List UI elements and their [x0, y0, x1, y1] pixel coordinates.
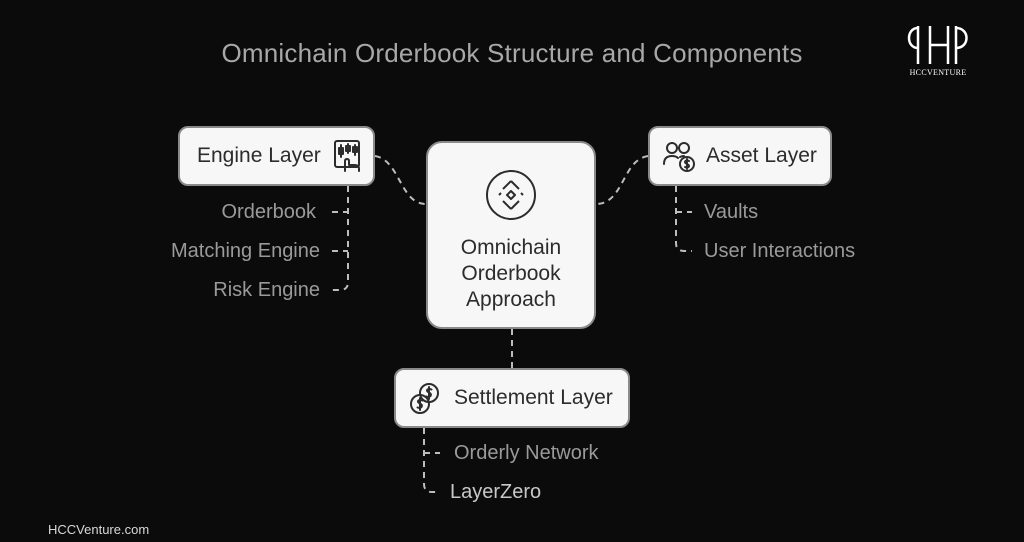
asset-layer-label: Asset Layer [706, 144, 817, 167]
engine-item-risk-engine: Risk Engine [213, 279, 320, 301]
connector-engine-center [374, 155, 427, 205]
connector-engine-items [332, 186, 349, 291]
logo-text: HCCVENTURE [909, 68, 967, 77]
asset-item-user-interactions: User Interactions [704, 240, 856, 262]
settlement-layer-node[interactable]: Settlement Layer [394, 368, 630, 428]
users-dollar-icon [662, 140, 696, 172]
hccventure-logo [904, 22, 972, 68]
center-node[interactable]: Omnichain Orderbook Approach [426, 141, 596, 329]
connector-settlement-items [423, 428, 440, 493]
connector-asset-center [595, 155, 649, 205]
settlement-item-layerzero: LayerZero [450, 481, 542, 503]
engine-item-matching-engine: Matching Engine [171, 240, 320, 262]
engine-layer-label: Engine Layer [197, 144, 321, 167]
diamond-hub-icon [485, 169, 537, 221]
page-title: Omnichain Orderbook Structure and Compon… [221, 38, 803, 68]
center-label: Omnichain Orderbook Approach [460, 236, 562, 311]
asset-layer-node[interactable]: Asset Layer [648, 126, 832, 186]
coins-dollar-icon [408, 381, 442, 415]
engine-layer-node[interactable]: Engine Layer [178, 126, 375, 186]
hcc-monogram-icon [907, 26, 968, 64]
connector-asset-items [675, 186, 692, 252]
trading-chart-hand-icon [333, 139, 365, 173]
asset-item-vaults: Vaults [704, 201, 759, 223]
settlement-layer-label: Settlement Layer [454, 386, 613, 409]
settlement-item-orderly-network: Orderly Network [454, 442, 599, 464]
engine-item-orderbook: Orderbook [221, 201, 317, 223]
footer-site: HCCVenture.com [48, 522, 150, 537]
